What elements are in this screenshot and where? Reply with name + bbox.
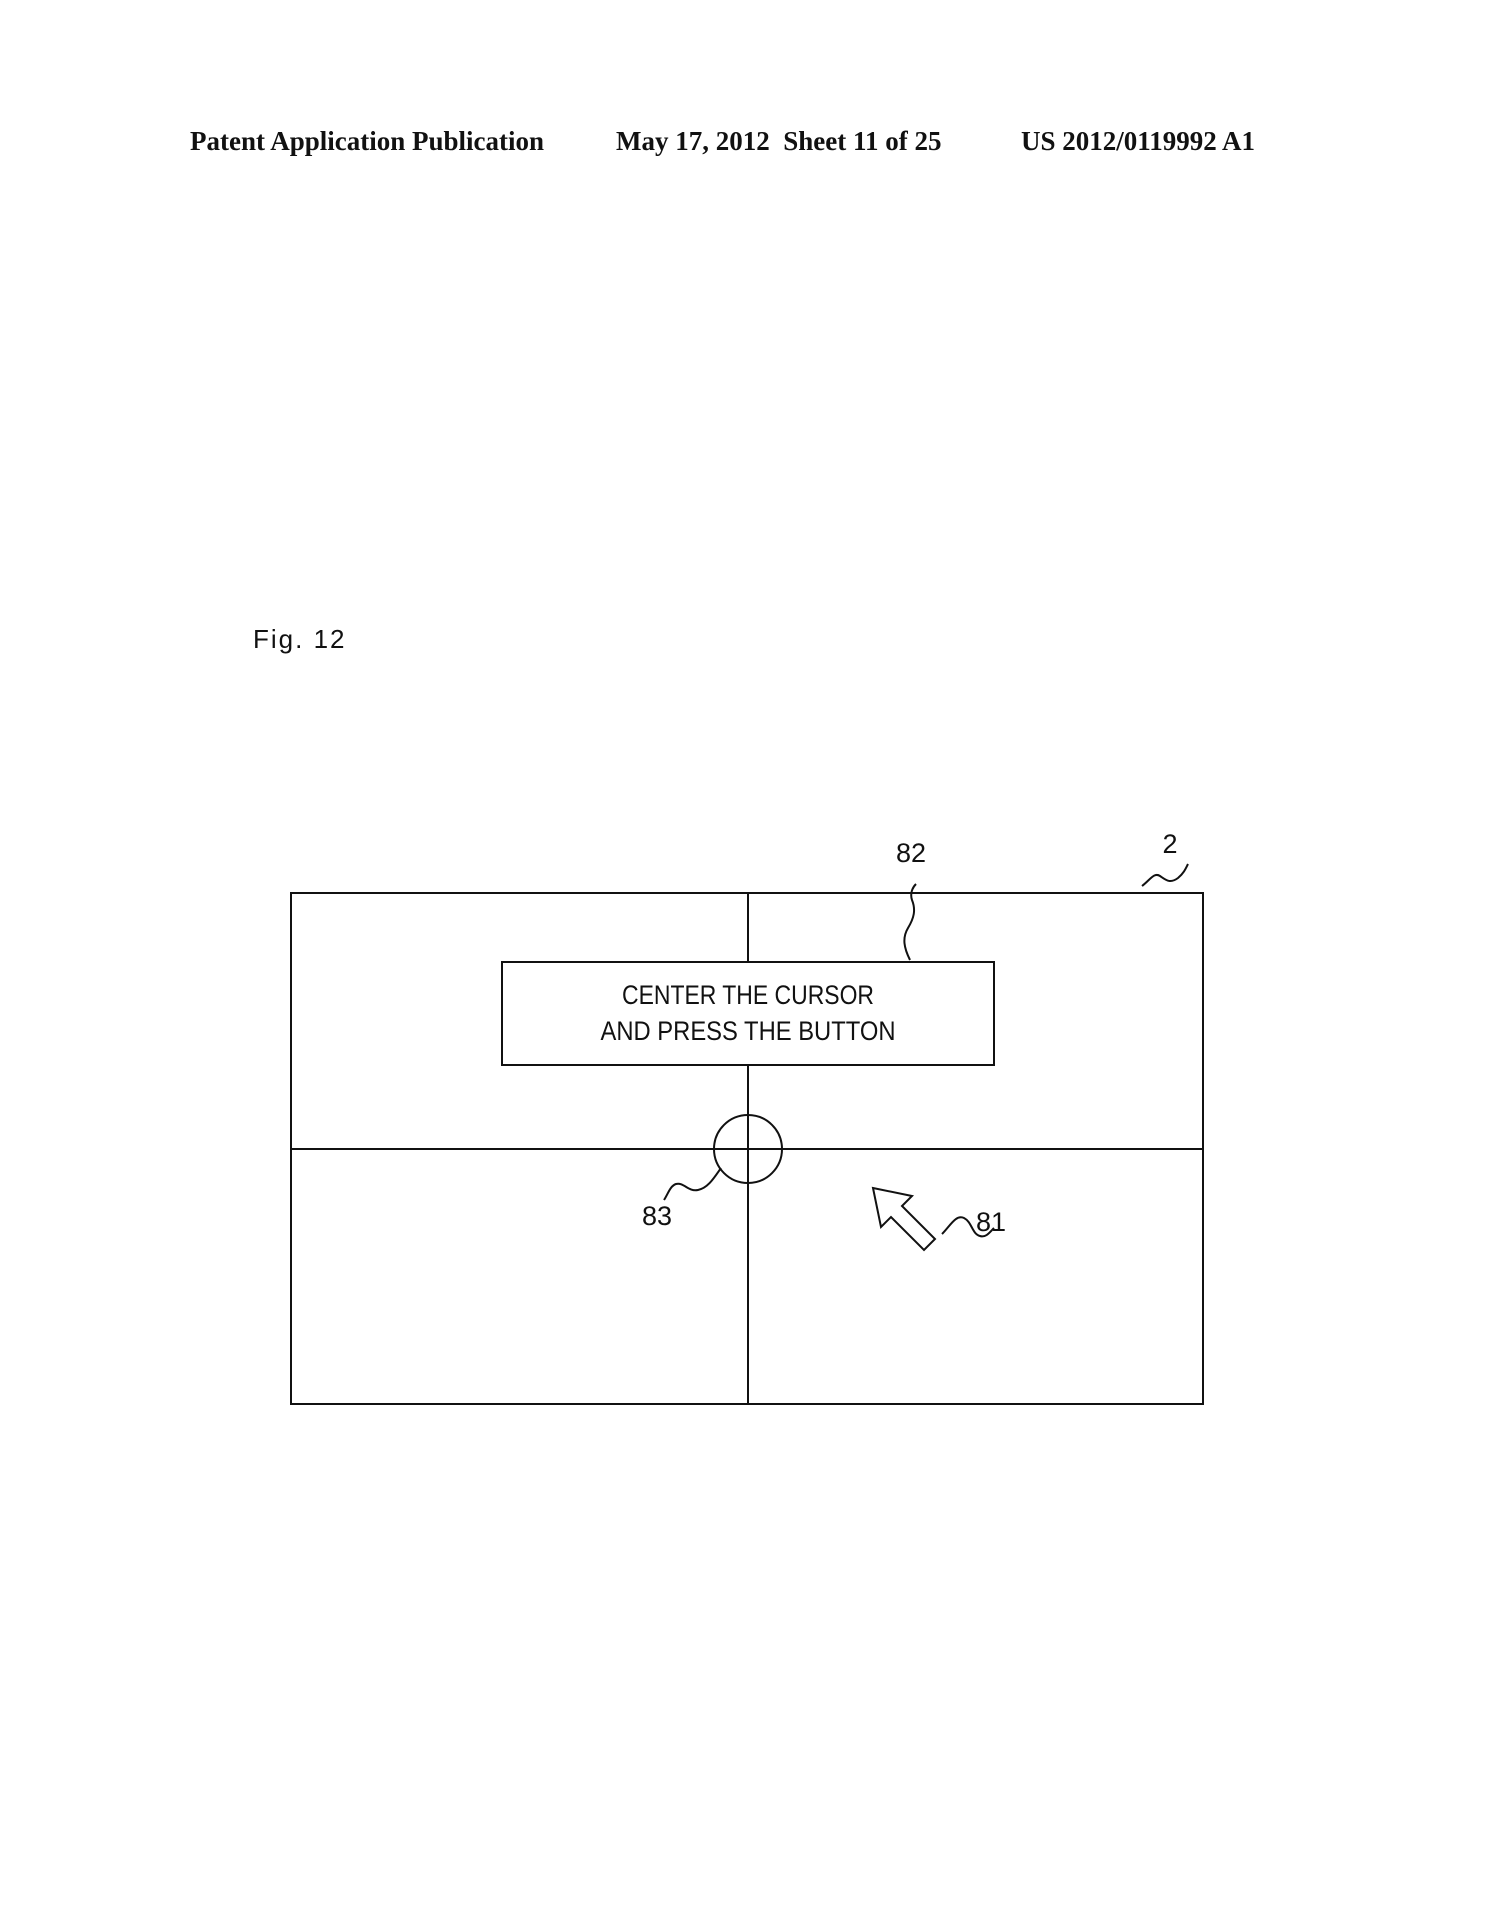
- ref-numeral-target-circle: 83: [642, 1201, 672, 1231]
- figure-label: Fig. 12: [253, 624, 347, 654]
- ref-numeral-screen: 2: [1162, 829, 1177, 859]
- arrow-cursor-icon: [871, 1186, 937, 1252]
- leader-line-83: [663, 1167, 722, 1201]
- message-box: [501, 961, 995, 1066]
- leader-line-82: [903, 883, 917, 961]
- crosshair-circle-icon: [713, 1114, 783, 1184]
- leader-line-2: [1141, 863, 1189, 887]
- ref-numeral-message: 82: [896, 838, 926, 868]
- patent-number: US 2012/0119992 A1: [1021, 126, 1256, 156]
- message-line-1: CENTER THE CURSOR: [622, 980, 874, 1010]
- publication-title: Patent Application Publication: [190, 126, 545, 156]
- publication-date-sheet: May 17, 2012 Sheet 11 of 25: [616, 126, 942, 156]
- message-line-2: AND PRESS THE BUTTON: [601, 1016, 896, 1046]
- leader-line-81: [941, 1216, 995, 1238]
- ref-numeral-cursor-arrow: 81: [976, 1207, 1006, 1237]
